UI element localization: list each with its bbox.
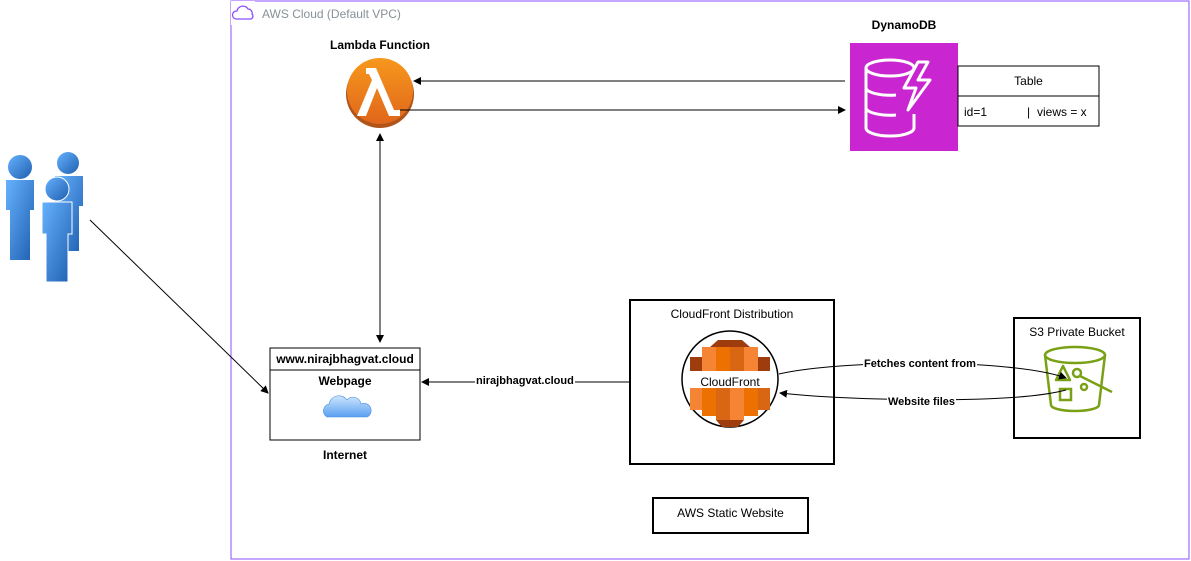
webpage-label: Webpage xyxy=(318,374,372,388)
edge-label-domain: nirajbhagvat.cloud xyxy=(475,375,575,387)
webpage-domain: www.nirajbhagvat.cloud xyxy=(276,352,414,366)
s3-title: S3 Private Bucket xyxy=(1029,325,1125,339)
table-views-cell: views = x xyxy=(1037,105,1087,119)
vpc-label: AWS Cloud (Default VPC) xyxy=(262,7,401,21)
dynamodb-label: DynamoDB xyxy=(871,18,937,32)
lambda-label: Lambda Function xyxy=(330,38,430,52)
cloudfront-icon xyxy=(681,330,779,428)
table-id-cell: id=1 xyxy=(964,105,988,119)
cloud-icon xyxy=(323,395,372,418)
edge-label-files: Website files xyxy=(887,396,957,408)
edge-label-fetch: Fetches content from xyxy=(863,358,977,370)
edge-users-to-webpage xyxy=(89,219,269,394)
webpage-box xyxy=(269,347,421,441)
lambda-icon xyxy=(346,58,414,128)
table-separator: | xyxy=(1027,105,1031,119)
footer-label: AWS Static Website xyxy=(677,506,784,520)
cloudfront-icon-label: CloudFront xyxy=(700,375,760,389)
cloudfront-title: CloudFront Distribution xyxy=(670,307,794,321)
users-icon xyxy=(6,152,83,283)
dynamodb-icon xyxy=(850,43,958,151)
aws-cloud-icon xyxy=(231,1,255,25)
table-header: Table xyxy=(1014,74,1043,88)
internet-label: Internet xyxy=(322,448,367,462)
footer-box xyxy=(652,497,809,534)
vpc-group xyxy=(230,0,1190,560)
